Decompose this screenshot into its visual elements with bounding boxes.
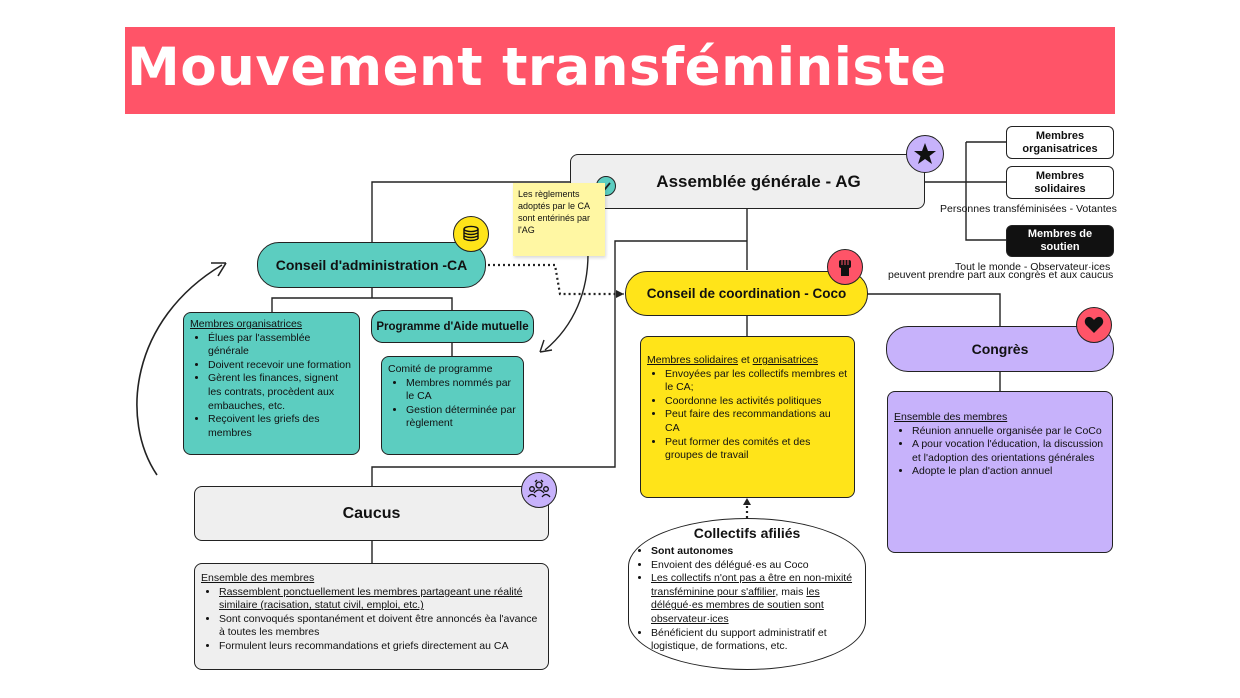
coco-heading-and: et bbox=[738, 354, 753, 366]
pam-node: Programme d'Aide mutuelle bbox=[371, 310, 534, 343]
list-item: Envoient des délégué·es au Coco bbox=[651, 559, 855, 573]
list-item: Reçoivent les griefs des membres bbox=[208, 413, 353, 440]
raised-fist-icon bbox=[827, 249, 863, 285]
caucus-details-heading: Ensemble des membres bbox=[201, 572, 315, 584]
coco-details-box: Membres solidaires et organisatrices Env… bbox=[640, 336, 855, 498]
ca-node: Conseil d'administration -CA bbox=[257, 242, 486, 288]
membres-organisatrices-box: Membres organisatrices bbox=[1006, 126, 1114, 159]
list-item: Les collectifs n'ont pas a être en non-m… bbox=[651, 572, 855, 626]
list-item: Peut faire des recommandations au CA bbox=[665, 408, 848, 435]
page-title: Mouvement transféministe bbox=[127, 37, 947, 98]
votantes-caption: Personnes transféminisées - Votantes bbox=[940, 203, 1117, 215]
collectifs-item3-mid: , mais bbox=[775, 585, 807, 598]
pam-label: Programme d'Aide mutuelle bbox=[376, 320, 529, 333]
list-item: Rassemblent ponctuellement les membres p… bbox=[219, 586, 542, 613]
list-item: Sont autonomes bbox=[651, 545, 855, 559]
membres-soutien-box: Membres de soutien bbox=[1006, 225, 1114, 257]
observateur-caption-1: Tout le monde - Observateur·ices bbox=[955, 261, 1111, 273]
sticky-arrow bbox=[544, 253, 589, 351]
coco-heading-solidaires: Membres solidaires bbox=[647, 354, 739, 366]
line-ag-members bbox=[924, 141, 1006, 241]
collectifs-node: Collectifs afiliés Sont autonomes Envoie… bbox=[628, 518, 866, 670]
ca-label: Conseil d'administration -CA bbox=[275, 257, 468, 273]
ag-node: Assemblée générale - AG bbox=[570, 154, 925, 209]
congres-details-box: Ensemble des membres Réunion annuelle or… bbox=[887, 391, 1113, 553]
congres-details-list: Réunion annuelle organisée par le CoCo A… bbox=[894, 425, 1106, 479]
coco-details-list: Envoyées par les collectifs membres et l… bbox=[647, 368, 848, 463]
list-item: A pour vocation l'éducation, la discussi… bbox=[912, 438, 1106, 465]
ca-details-list: Élues par l'assemblée générale Doivent r… bbox=[190, 332, 353, 441]
list-item: Gestion déterminée par règlement bbox=[406, 404, 517, 431]
coco-label: Conseil de coordination - Coco bbox=[646, 286, 847, 301]
pam-details-list: Membres nommés par le CA Gestion détermi… bbox=[388, 377, 517, 431]
left-curved-arrow bbox=[136, 264, 223, 476]
observateur-caption-2: peuvent prendre part aux congrès et aux … bbox=[888, 269, 1114, 281]
collectifs-item3-part1: Les collectifs n'ont pas a être en non-m… bbox=[651, 572, 853, 598]
list-item: Doivent recevoir une formation bbox=[208, 359, 353, 373]
list-item: Gèrent les finances, signent les contrat… bbox=[208, 372, 353, 413]
pam-details-intro: Comité de programme bbox=[388, 363, 493, 375]
collectifs-label: Collectifs afiliés bbox=[693, 525, 801, 541]
ca-details-heading: Membres organisatrices bbox=[190, 318, 303, 330]
pam-details-box: Comité de programme Membres nommés par l… bbox=[381, 356, 524, 455]
list-item: Adopte le plan d'action annuel bbox=[912, 465, 1106, 479]
line-ag-ca bbox=[371, 181, 570, 242]
caucus-details-list: Rassemblent ponctuellement les membres p… bbox=[201, 586, 542, 654]
line-coco-congres bbox=[866, 293, 1001, 326]
list-item: Sont convoqués spontanément et doivent ê… bbox=[219, 613, 542, 640]
star-icon bbox=[906, 135, 944, 173]
congres-node: Congrès bbox=[886, 326, 1114, 372]
list-item: Élues par l'assemblée générale bbox=[208, 332, 353, 359]
membres-solidaires-label: Membres solidaires bbox=[1034, 169, 1086, 195]
list-item: Réunion annuelle organisée par le CoCo bbox=[912, 425, 1106, 439]
list-item: Peut former des comités et des groupes d… bbox=[665, 436, 848, 463]
list-item: Formulent leurs recommandations et grief… bbox=[219, 640, 542, 654]
list-item: Bénéficient du support administratif et … bbox=[651, 627, 855, 654]
caucus-details-box: Ensemble des membres Rassemblent ponctue… bbox=[194, 563, 549, 670]
coco-heading-organisatrices: organisatrices bbox=[752, 354, 818, 366]
group-people-icon bbox=[521, 472, 557, 508]
line-ca-coco-dotted bbox=[488, 263, 624, 296]
ag-label: Assemblée générale - AG bbox=[656, 171, 861, 191]
caucus-label: Caucus bbox=[342, 504, 401, 522]
congres-label: Congrès bbox=[971, 341, 1029, 357]
sticky-note: Les règlements adoptés par le CA sont en… bbox=[513, 183, 605, 256]
heart-icon bbox=[1076, 307, 1112, 343]
coco-details-heading: Membres solidaires et organisatrices bbox=[647, 354, 848, 368]
coco-node: Conseil de coordination - Coco bbox=[625, 271, 868, 316]
collectifs-list: Sont autonomes Envoient des délégué·es a… bbox=[639, 545, 855, 654]
congres-details-heading: Ensemble des membres bbox=[894, 411, 1008, 423]
membres-soutien-label: Membres de soutien bbox=[1027, 228, 1093, 253]
collectifs-item3-part2: les délégué·es membres de soutien sont o… bbox=[651, 585, 824, 625]
caucus-node: Caucus bbox=[194, 486, 549, 541]
coins-icon bbox=[453, 216, 489, 252]
ca-details-box: Membres organisatrices Élues par l'assem… bbox=[183, 312, 360, 455]
membres-organisatrices-label: Membres organisatrices bbox=[1022, 129, 1098, 155]
list-item: Coordonne les activités politiques bbox=[665, 395, 848, 409]
line-ag-caucus bbox=[371, 240, 747, 486]
title-banner: Mouvement transféministe bbox=[125, 27, 1115, 114]
line-ca-children bbox=[271, 288, 453, 312]
list-item: Envoyées par les collectifs membres et l… bbox=[665, 368, 848, 395]
membres-solidaires-box: Membres solidaires bbox=[1006, 166, 1114, 199]
list-item: Membres nommés par le CA bbox=[406, 377, 517, 404]
sticky-note-text: Les règlements adoptés par le CA sont en… bbox=[518, 189, 591, 235]
